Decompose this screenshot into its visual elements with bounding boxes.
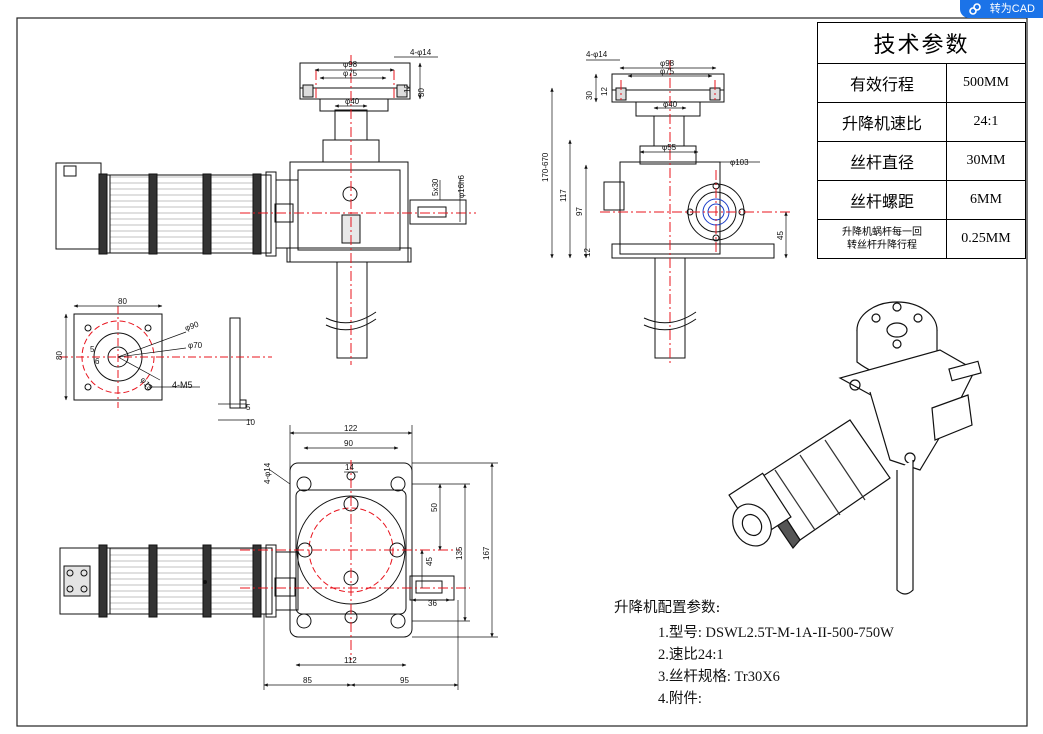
dim-side-12: 12 — [600, 87, 609, 96]
flange-view — [73, 313, 247, 409]
dim-flange-70: φ70 — [188, 341, 203, 350]
config-item: 3.丝杆规格: Tr30X6 — [658, 669, 780, 685]
dim-top-holes: 4-φ14 — [263, 462, 272, 484]
dim-top-50: 50 — [430, 503, 439, 512]
dim-top-112: 112 — [344, 656, 357, 665]
dim-flange-5: 5 — [90, 345, 95, 354]
dim-flange-t5: 5 — [246, 403, 251, 412]
param-value: 30MM — [946, 141, 1026, 181]
convert-to-cad-label: 转为CAD — [989, 3, 1035, 15]
top-view — [59, 462, 455, 638]
front-view — [55, 62, 467, 359]
isometric-view — [728, 301, 982, 595]
dim-top-167: 167 — [482, 546, 491, 560]
convert-to-cad-button[interactable]: 转为CAD — [959, 0, 1043, 18]
param-label: 有效行程 — [817, 63, 947, 103]
param-value: 24:1 — [946, 102, 1026, 142]
config-item: 2.速比24:1 — [658, 647, 724, 663]
front-view-dimensions — [314, 56, 461, 222]
dim-flange-19: φ19 — [138, 376, 154, 393]
param-label-line: 升降机蜗杆每一回 — [842, 227, 922, 238]
dim-side-55: φ55 — [662, 143, 677, 152]
dim-front-30: 30 — [417, 88, 426, 97]
side-view-centerlines — [600, 60, 790, 365]
dim-front-12: 12 — [403, 84, 412, 93]
dim-side-75: φ75 — [660, 67, 675, 76]
dim-side-170: 170-670 — [541, 152, 550, 182]
dim-side-45: 45 — [776, 231, 785, 240]
top-view-dimensions — [263, 425, 498, 690]
dim-top-122: 122 — [344, 424, 358, 433]
dim-top-135: 135 — [455, 546, 464, 560]
drawing-border — [16, 17, 1028, 727]
dim-flange-6: 6 — [95, 357, 100, 366]
dim-side-103: φ103 — [730, 158, 749, 167]
param-value: 0.25MM — [946, 219, 1026, 259]
dim-front-75: φ75 — [343, 69, 358, 78]
param-label: 丝杆直径 — [817, 141, 947, 181]
side-view-labels: 4-φ14 φ98 φ75 φ40 φ55 φ103 170-670 117 9… — [541, 50, 785, 257]
dim-front-holes: 4-φ14 — [410, 48, 432, 57]
side-view — [603, 73, 775, 359]
dim-side-117: 117 — [559, 189, 568, 202]
config-title: 升降机配置参数: — [614, 600, 721, 616]
dim-flange-80w: 80 — [118, 297, 127, 306]
param-value: 500MM — [946, 63, 1026, 103]
config-params: 升降机配置参数: 1.型号: DSWL2.5T-M-1A-II-500-750W… — [614, 596, 894, 710]
config-item: 4.附件: — [658, 691, 702, 707]
flange-labels: 80 80 φ90 φ70 φ19 5 6 4-M5 5 10 — [55, 297, 255, 427]
dim-side-holes: 4-φ14 — [586, 50, 608, 59]
tech-params-table: 技术参数 有效行程 500MM 升降机速比 24:1 丝杆直径 30MM 丝杆螺… — [817, 22, 1026, 259]
dim-front-98: φ98 — [343, 60, 358, 69]
dim-side-98: φ98 — [660, 59, 675, 68]
dim-top-90: 90 — [344, 439, 353, 448]
dim-front-shaft: φ16h6 — [457, 174, 466, 198]
dim-side-97: 97 — [575, 207, 584, 216]
dim-side-12b: 12 — [583, 248, 592, 257]
dim-top-14: 14 — [345, 463, 354, 472]
dim-top-95: 95 — [400, 676, 409, 685]
param-label-line: 转丝杆升降行程 — [847, 240, 917, 251]
param-label: 丝杆螺距 — [817, 180, 947, 220]
param-label-multiline: 升降机蜗杆每一回 转丝杆升降行程 — [817, 219, 947, 259]
param-label: 升降机速比 — [817, 102, 947, 142]
dim-side-40: φ40 — [663, 100, 678, 109]
front-view-centerlines — [240, 55, 476, 365]
side-view-dimensions — [550, 59, 788, 259]
link-icon — [968, 3, 981, 15]
tech-params-title: 技术参数 — [817, 22, 1026, 64]
config-item: 1.型号: DSWL2.5T-M-1A-II-500-750W — [658, 625, 894, 641]
param-value: 6MM — [946, 180, 1026, 220]
dim-flange-90: φ90 — [184, 319, 201, 332]
dim-flange-t10: 10 — [246, 418, 255, 427]
front-view-labels: φ98 φ75 φ40 4-φ14 30 12 5x30 φ16h6 — [343, 48, 466, 198]
dim-front-key: 5x30 — [431, 178, 440, 196]
dim-side-30: 30 — [585, 91, 594, 100]
dim-top-36: 36 — [428, 599, 437, 608]
top-view-labels: 122 90 14 4-φ14 50 135 167 45 36 112 85 … — [263, 424, 491, 685]
flange-dimensions — [64, 304, 252, 421]
dim-flange-80h: 80 — [55, 351, 64, 360]
dim-flange-screws: 4-M5 — [172, 380, 193, 390]
dim-top-85: 85 — [303, 676, 312, 685]
dim-front-40: φ40 — [345, 97, 360, 106]
dim-top-45: 45 — [425, 557, 434, 566]
